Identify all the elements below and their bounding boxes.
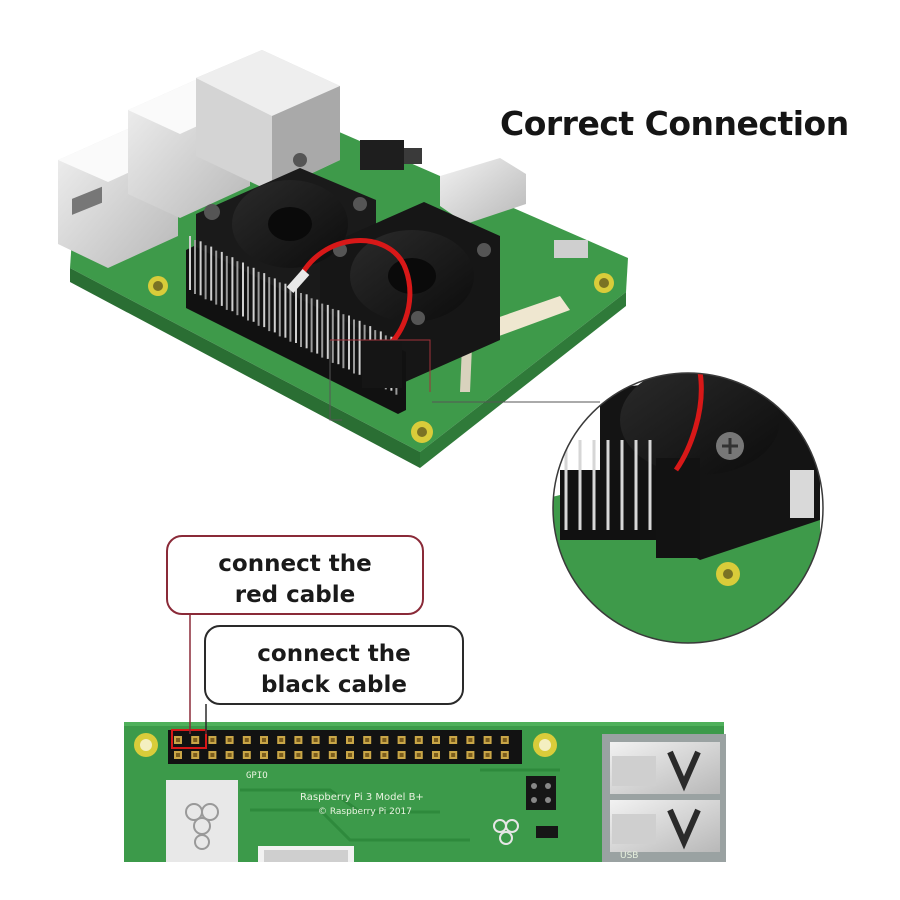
raspberry-logo <box>185 803 219 850</box>
callout-black-cable: connect the black cable <box>204 625 464 705</box>
usb-port-bottom <box>602 734 726 862</box>
callout-red-line1: connect the <box>218 551 372 577</box>
jumper-header <box>526 776 556 810</box>
copyright-label: © Raspberry Pi 2017 <box>318 807 412 817</box>
callout-black-line1: connect the <box>257 641 411 667</box>
zoom-red-cable <box>673 373 704 472</box>
fan-red-cable <box>295 238 413 351</box>
callout-red-line2: red cable <box>234 582 356 608</box>
callout-black-line2: black cable <box>261 672 407 698</box>
micro-usb-port <box>554 240 588 258</box>
model-label: Raspberry Pi 3 Model B+ <box>300 792 424 803</box>
page-title: Correct Connection <box>500 104 849 143</box>
cable-connector <box>362 340 402 388</box>
gpio-header-bottom <box>168 729 522 764</box>
callout-red-cable: connect the red cable <box>166 535 424 615</box>
board-top <box>58 50 628 468</box>
zoom-detail <box>552 372 824 644</box>
gpio-label: GPIO <box>246 771 268 781</box>
board-bottom: GPIO Raspberry Pi 3 Model B+ © Raspberry… <box>124 614 726 862</box>
raspberry-logo-small <box>493 819 519 845</box>
audio-jack <box>360 140 404 170</box>
hdmi-port <box>440 158 526 224</box>
usb-label: USB <box>620 851 638 861</box>
